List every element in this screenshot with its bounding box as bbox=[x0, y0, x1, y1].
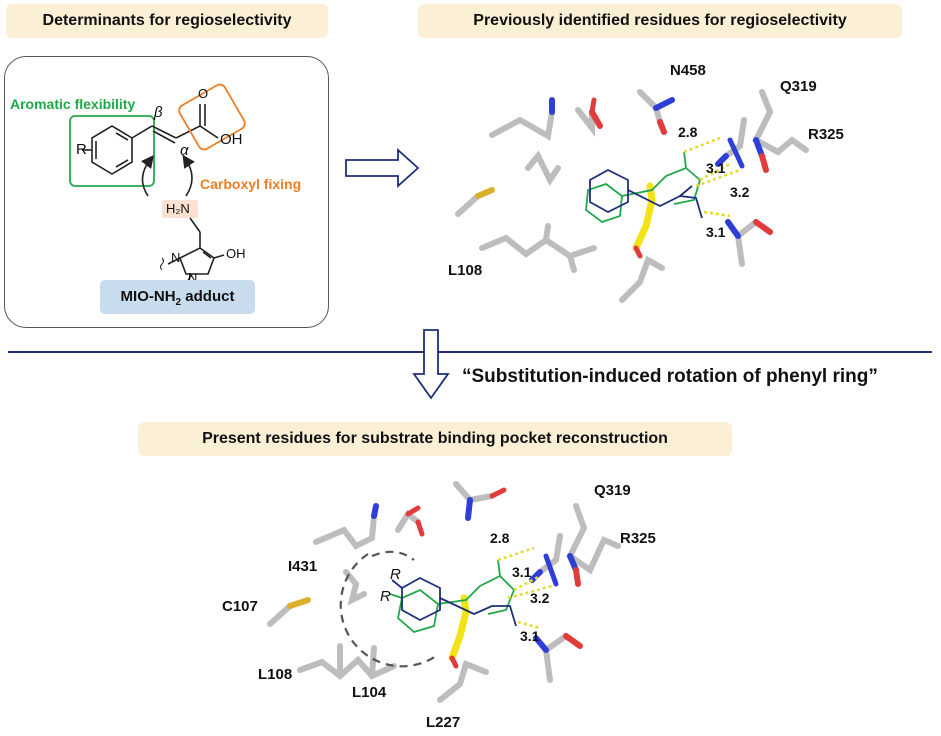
top-q319-label: Q319 bbox=[780, 78, 817, 95]
header-present-residues: Present residues for substrate binding p… bbox=[138, 422, 732, 456]
top-n458-label: N458 bbox=[670, 62, 706, 79]
bottom-r-label-2: R bbox=[380, 588, 391, 605]
pocket-dashed-arc bbox=[339, 553, 437, 668]
alpha-label: α bbox=[180, 142, 189, 159]
ring-oh-label: OH bbox=[226, 246, 246, 261]
bottom-l108-label: L108 bbox=[258, 666, 293, 683]
imidazole-ring bbox=[178, 247, 215, 275]
bottom-r325-label: R325 bbox=[620, 530, 656, 547]
imidazole-n1-label: N bbox=[171, 250, 181, 265]
hollow-arrow-down bbox=[412, 329, 450, 400]
header-previous-residues: Previously identified residues for regio… bbox=[418, 4, 902, 38]
beta-label: β bbox=[154, 104, 163, 121]
bottom-c107-label: C107 bbox=[222, 598, 258, 615]
top-dist-1: 2.8 bbox=[678, 124, 698, 140]
bottom-structure-sticks bbox=[267, 481, 621, 703]
bottom-dist-1: 2.8 bbox=[490, 530, 510, 546]
bottom-dist-3: 3.2 bbox=[530, 590, 550, 606]
bottom-i431-label: I431 bbox=[288, 558, 318, 575]
top-substrate bbox=[585, 151, 703, 224]
bottom-r-label-1: R bbox=[390, 566, 401, 583]
carboxyl-fixing-label: Carboxyl fixing bbox=[200, 176, 302, 192]
top-dist-3: 3.2 bbox=[730, 184, 750, 200]
r-group-label: R bbox=[76, 141, 87, 158]
benzene-ring bbox=[91, 125, 133, 175]
top-l108-label: L108 bbox=[448, 262, 483, 279]
bottom-l104-label: L104 bbox=[352, 684, 387, 701]
bottom-substrate bbox=[389, 559, 517, 634]
scheme-panel bbox=[4, 56, 329, 328]
bottom-hbonds bbox=[497, 546, 553, 630]
cinnamic-acid-scheme bbox=[69, 83, 246, 288]
aromatic-box bbox=[69, 115, 155, 187]
mio-adduct-label: MIO-NH2 adduct bbox=[100, 280, 255, 314]
top-r325-label: R325 bbox=[808, 126, 844, 143]
top-hbonds bbox=[683, 136, 741, 218]
bottom-dist-4: 3.1 bbox=[520, 628, 540, 644]
amine-label: H₂N bbox=[166, 201, 190, 216]
top-dist-2: 3.1 bbox=[706, 160, 726, 176]
top-structure-sticks bbox=[455, 89, 809, 303]
bottom-l227-label: L227 bbox=[426, 714, 461, 731]
bottom-q319-label: Q319 bbox=[594, 482, 631, 499]
bottom-dist-2: 3.1 bbox=[512, 564, 532, 580]
hollow-arrow-right bbox=[345, 147, 420, 189]
acid-oh-label: OH bbox=[220, 131, 243, 148]
aromatic-flexibility-label: Aromatic flexibility bbox=[10, 96, 136, 112]
top-dist-4: 3.1 bbox=[706, 224, 726, 240]
carbonyl-o-label: O bbox=[198, 86, 209, 101]
imidazole-n2-label: N bbox=[188, 270, 198, 285]
carboxyl-box bbox=[178, 83, 246, 151]
rotation-quote: “Substitution-induced rotation of phenyl… bbox=[462, 366, 878, 387]
header-determinants: Determinants for regioselectivity bbox=[6, 4, 328, 38]
